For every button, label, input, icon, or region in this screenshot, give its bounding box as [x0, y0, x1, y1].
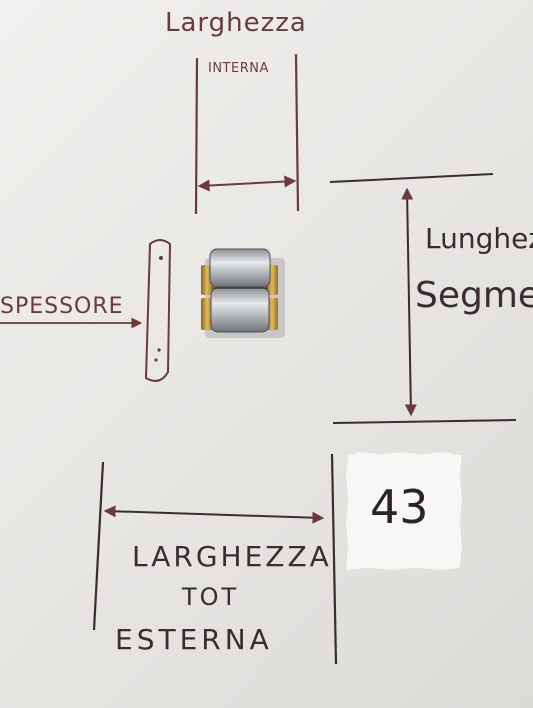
profile-hole-top: [159, 256, 163, 260]
outer-width-right-line: [330, 453, 338, 665]
outer-width-arrow: [103, 505, 325, 524]
link-steel-bottom: [210, 287, 270, 333]
thickness-label: SPESSORE: [0, 294, 124, 319]
sticky-note: [346, 452, 462, 570]
inner-width-arrow: [197, 175, 297, 192]
length-label-line1: Lunghez: [425, 222, 533, 255]
length-label-line2: Segme: [415, 275, 533, 316]
length-top-line: [329, 173, 494, 183]
inner-width-title: Larghezza: [165, 8, 307, 38]
length-arrow: [401, 187, 417, 417]
length-bottom-line: [332, 419, 517, 424]
outer-width-label-line1: LARGHEZZA: [132, 540, 332, 573]
inner-width-subtitle: INTERNA: [208, 61, 269, 76]
profile-hole-bottom: [154, 358, 158, 362]
outer-width-label-line3: ESTERNA: [115, 623, 273, 656]
inner-width-right-line: [294, 53, 300, 212]
link-steel-top: [209, 248, 271, 288]
bracelet-link-photo: [201, 248, 285, 338]
outer-width-label-line2: TOT: [182, 583, 240, 611]
link-gold-left-bottom: [201, 298, 213, 330]
outer-width-left-line: [92, 461, 105, 631]
inner-width-left-line: [194, 57, 199, 215]
link-side-profile: [144, 239, 172, 382]
note-number: 43: [370, 480, 429, 534]
profile-hole-mid: [157, 348, 161, 352]
